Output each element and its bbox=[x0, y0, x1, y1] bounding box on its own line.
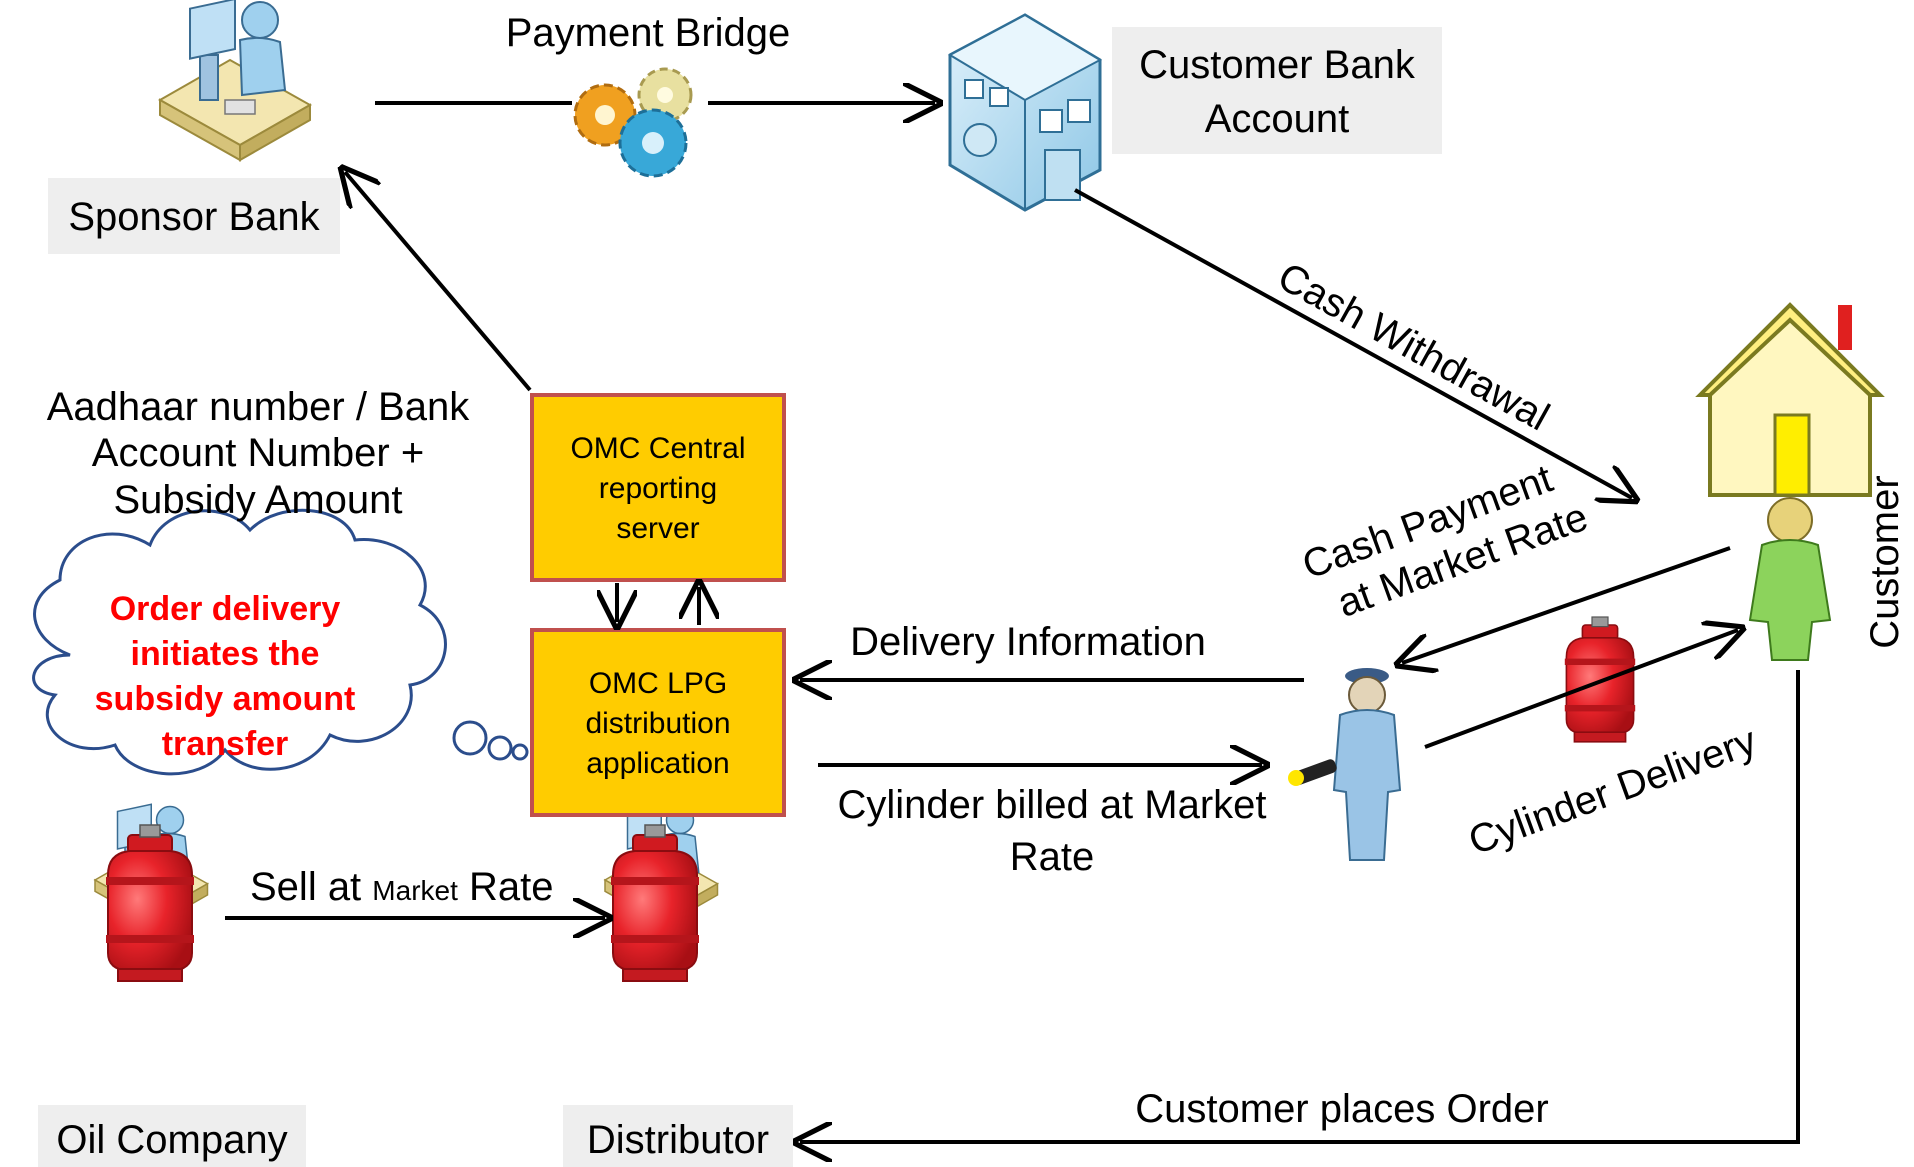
omc-lpg-line: application bbox=[586, 747, 729, 780]
delivery-man-icon bbox=[1288, 668, 1402, 861]
svg-text:Aadhaar number / Bank: Aadhaar number / Bank bbox=[47, 385, 470, 429]
omc-central-line: server bbox=[616, 512, 699, 545]
thought-cloud: Order delivery initiates the subsidy amo… bbox=[32, 508, 529, 776]
payment-bridge-label: Payment Bridge bbox=[506, 11, 791, 55]
sponsor-bank-label: Sponsor Bank bbox=[48, 178, 340, 254]
svg-text:Subsidy Amount: Subsidy Amount bbox=[113, 478, 402, 522]
customer-bank-label: Customer Bank Account bbox=[1112, 27, 1442, 154]
svg-text:Sponsor Bank: Sponsor Bank bbox=[68, 195, 320, 239]
svg-text:Oil Company: Oil Company bbox=[56, 1118, 287, 1162]
oil-company-label: Oil Company bbox=[38, 1105, 306, 1167]
aadhaar-label: Aadhaar number / Bank Account Number + S… bbox=[47, 385, 470, 522]
arrows bbox=[225, 103, 1800, 1142]
svg-text:Cylinder billed at Market: Cylinder billed at Market bbox=[837, 783, 1266, 827]
omc-central-line: OMC Central bbox=[570, 432, 745, 465]
svg-text:Account: Account bbox=[1205, 97, 1350, 141]
svg-text:Account Number +: Account Number + bbox=[92, 431, 424, 475]
cash-payment-label: Cash Payment at Market Rate bbox=[1297, 457, 1594, 626]
omc-lpg-line: OMC LPG bbox=[589, 667, 727, 700]
omc-lpg-application-box: OMC LPG distribution application bbox=[530, 628, 786, 817]
customer-label: Customer bbox=[1863, 475, 1907, 648]
delivery-information-label: Delivery Information bbox=[850, 620, 1206, 664]
svg-text:Distributor: Distributor bbox=[587, 1118, 769, 1162]
delivery-cylinder-icon bbox=[1564, 616, 1636, 743]
sponsor-bank-operator-icon bbox=[159, 0, 311, 161]
bank-building-icon bbox=[947, 13, 1103, 212]
note-line: subsidy amount bbox=[95, 680, 356, 718]
cash-withdrawal-label: Cash Withdrawal bbox=[1271, 254, 1557, 439]
svg-text:Customer Bank: Customer Bank bbox=[1139, 43, 1416, 87]
gears-icon bbox=[573, 67, 693, 178]
note-line: transfer bbox=[162, 725, 289, 763]
customer-places-order-label: Customer places Order bbox=[1135, 1087, 1548, 1131]
note-line: Order delivery bbox=[110, 590, 341, 628]
customer-person-icon bbox=[1748, 497, 1832, 661]
omc-lpg-line: distribution bbox=[585, 707, 730, 740]
svg-text:Rate: Rate bbox=[1010, 835, 1095, 879]
cylinder-billed-label: Cylinder billed at Market Rate bbox=[837, 783, 1266, 879]
omc-central-line: reporting bbox=[599, 472, 717, 505]
house-icon bbox=[1695, 302, 1885, 497]
distributor-label: Distributor bbox=[563, 1105, 793, 1167]
note-line: initiates the bbox=[131, 635, 320, 673]
omc-central-server-box: OMC Central reporting server bbox=[530, 393, 786, 582]
sell-at-market-rate-label: Sell at Market Rate bbox=[250, 865, 553, 909]
